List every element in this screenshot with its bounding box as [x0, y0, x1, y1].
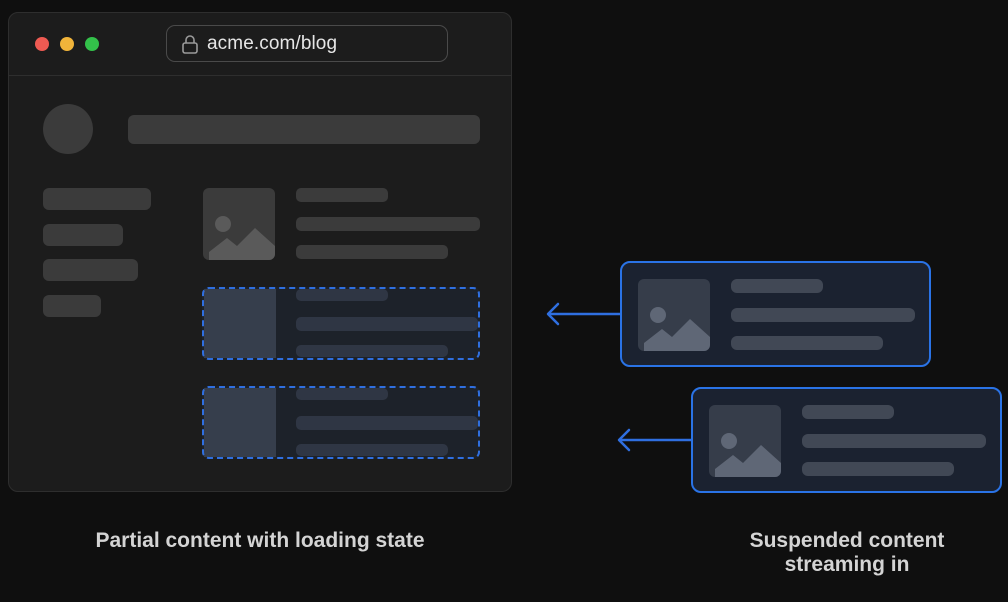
streamed-card-1: [620, 261, 931, 367]
suspense-placeholder-1: [202, 287, 480, 360]
card-image: [709, 405, 781, 477]
placeholder-line: [296, 416, 478, 430]
placeholder-line: [296, 388, 388, 400]
card-line: [802, 434, 986, 448]
caption-line-1: Suspended content: [749, 529, 945, 552]
card-line: [731, 336, 883, 350]
placeholder-line: [296, 444, 448, 456]
image-icon: [644, 307, 710, 351]
placeholder-image: [204, 388, 276, 457]
arrow-left-icon: [542, 300, 624, 328]
streamed-card-2: [691, 387, 1002, 493]
address-bar[interactable]: acme.com/blog: [166, 25, 448, 62]
sidebar-skeleton-3: [43, 259, 138, 281]
card-line: [802, 462, 954, 476]
sidebar-skeleton-4: [43, 295, 101, 317]
url-text: acme.com/blog: [207, 32, 338, 54]
placeholder-line: [296, 317, 478, 331]
avatar-skeleton: [43, 104, 93, 154]
maximize-dot[interactable]: [85, 37, 99, 51]
caption-streaming-content: Suspended content streaming in: [700, 529, 994, 577]
image-icon: [209, 216, 275, 260]
sidebar-skeleton-2: [43, 224, 123, 246]
card-line: [731, 279, 823, 293]
arrow-left-icon: [613, 426, 695, 454]
post-excerpt-skeleton: [296, 245, 448, 259]
image-icon: [715, 433, 781, 477]
post-image: [203, 188, 275, 260]
post-title-skeleton: [296, 217, 480, 231]
placeholder-line: [296, 345, 448, 357]
lock-icon: [181, 34, 199, 54]
browser-titlebar: acme.com/blog: [9, 13, 511, 76]
card-image: [638, 279, 710, 351]
browser-window: acme.com/blog: [8, 12, 512, 492]
minimize-dot[interactable]: [60, 37, 74, 51]
placeholder-line: [296, 289, 388, 301]
caption-partial-content: Partial content with loading state: [95, 529, 425, 552]
title-skeleton: [128, 115, 480, 144]
caption-line-2: streaming in: [784, 553, 910, 576]
card-line: [731, 308, 915, 322]
post-meta-skeleton: [296, 188, 388, 202]
sidebar-skeleton-1: [43, 188, 151, 210]
suspense-placeholder-2: [202, 386, 480, 459]
placeholder-image: [204, 289, 276, 358]
card-line: [802, 405, 894, 419]
close-dot[interactable]: [35, 37, 49, 51]
